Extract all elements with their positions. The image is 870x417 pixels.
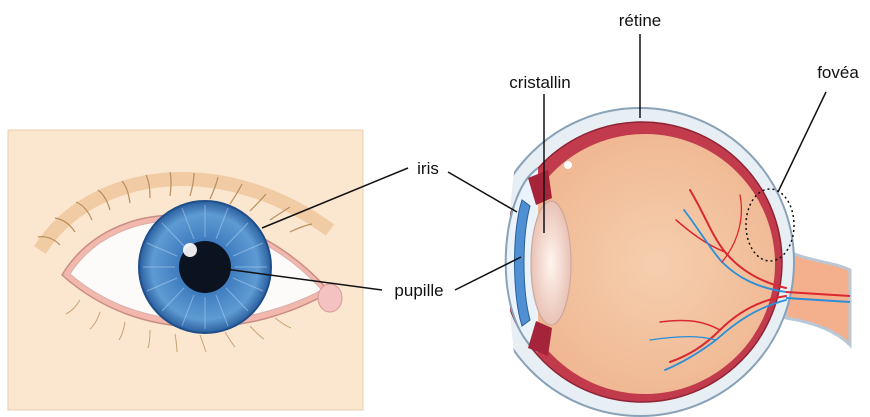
fovea-leader [778,92,826,192]
reflection-highlight [564,161,572,169]
pupil-highlight [183,243,197,257]
label-pupille: pupille [394,281,443,300]
eye-cross-section [470,108,850,416]
caruncle [318,284,342,312]
label-fovea: fovéa [817,63,859,82]
label-retine: rétine [619,11,662,30]
crystalline-lens [531,201,571,325]
label-cristallin: cristallin [509,73,570,92]
label-iris: iris [417,159,439,178]
external-eye-illustration [8,130,363,410]
